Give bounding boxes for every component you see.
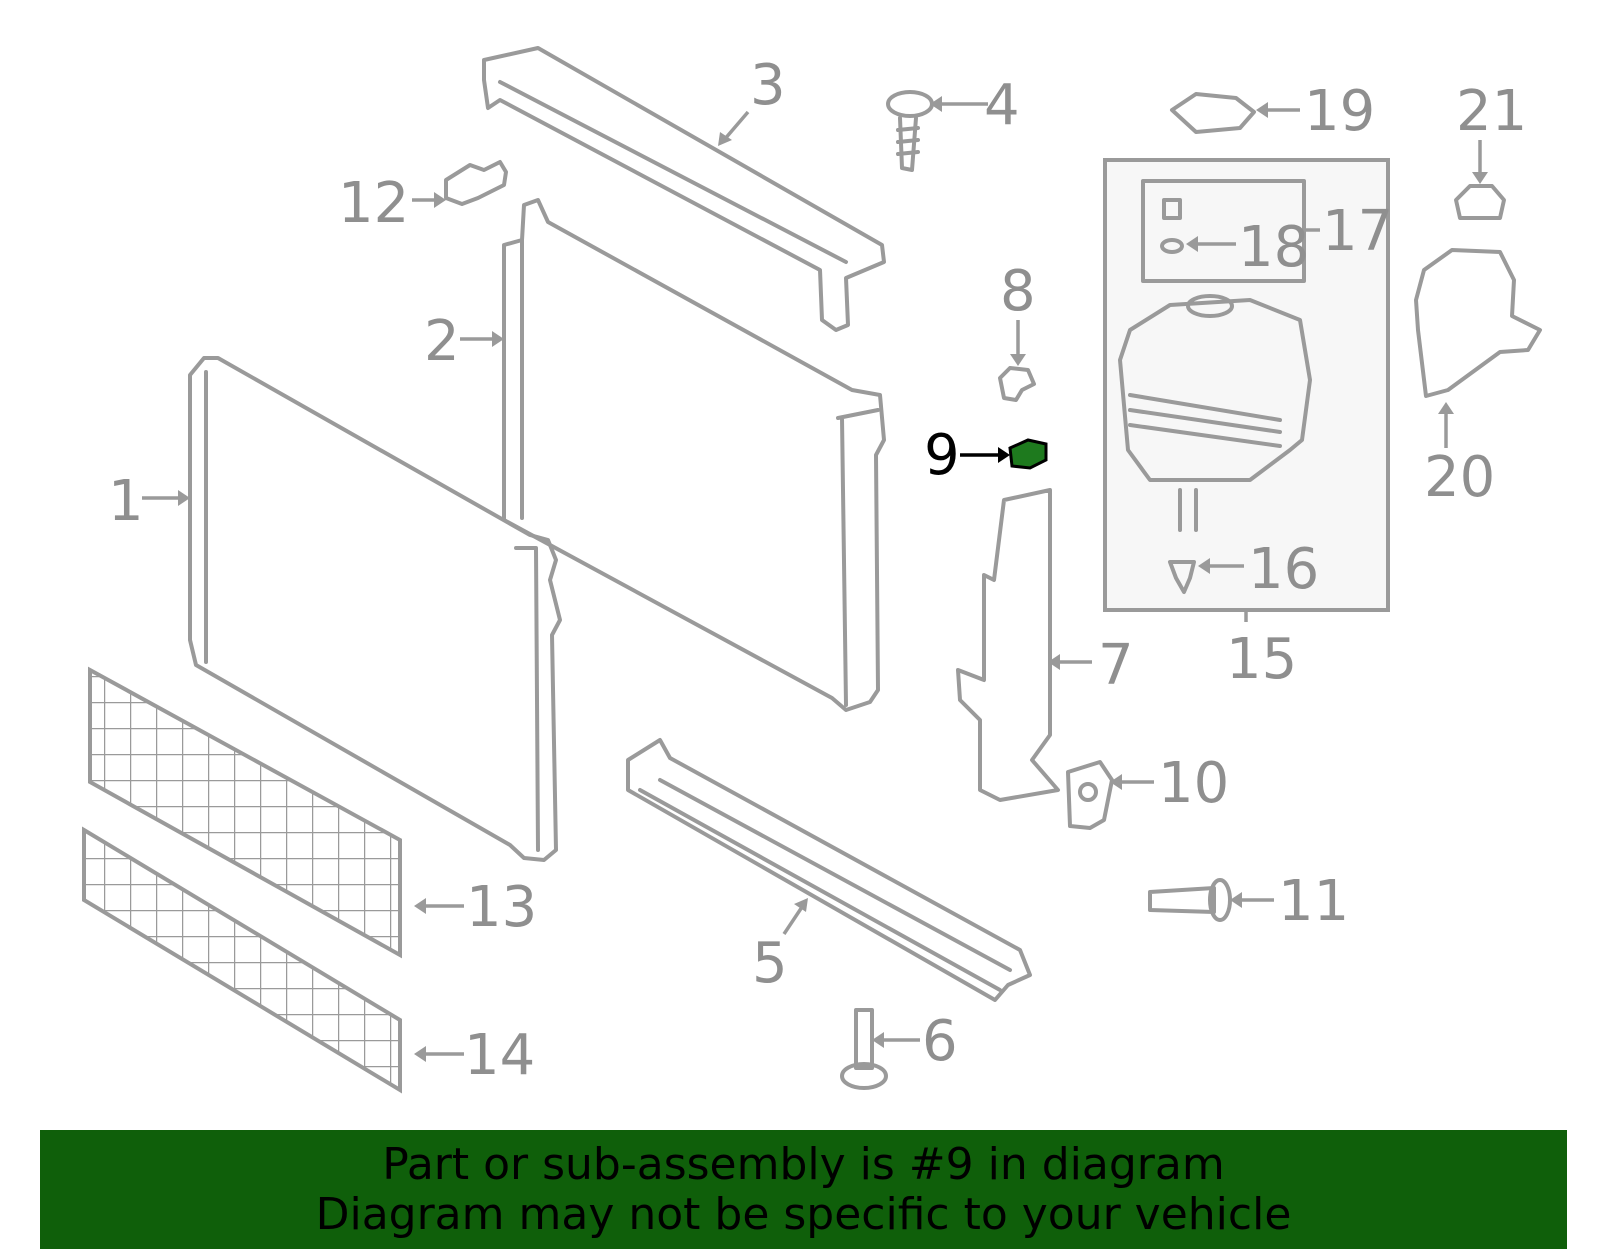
part-4-bolt	[886, 90, 934, 172]
callout-11: 11	[1278, 869, 1349, 934]
callout-5: 5	[752, 931, 788, 996]
part-1-radiator	[188, 356, 562, 862]
part-13-grille	[88, 666, 402, 959]
callout-labels: 1 2 3 4 5 6 7 8 9 10 11 12 13 14 15 16 1…	[108, 53, 1527, 1088]
part-20-tank	[1414, 248, 1542, 398]
callout-14: 14	[464, 1023, 535, 1088]
callout-7: 7	[1098, 633, 1134, 698]
callout-10: 10	[1158, 751, 1229, 816]
part-3-upper-support	[482, 46, 886, 332]
callout-16: 16	[1248, 537, 1319, 602]
part-2-condenser	[502, 198, 886, 712]
callout-8: 8	[1000, 259, 1036, 324]
part-14-grille	[82, 826, 402, 1094]
part-7-deflector	[956, 488, 1060, 802]
info-banner: Part or sub-assembly is #9 in diagram Di…	[40, 1130, 1567, 1249]
callout-3: 3	[750, 53, 786, 118]
leader-lines	[142, 96, 1488, 1062]
callout-12: 12	[338, 171, 409, 236]
callout-21: 21	[1456, 79, 1527, 144]
part-5-lower-support	[626, 738, 1032, 1002]
banner-line-2: Diagram may not be specific to your vehi…	[315, 1188, 1292, 1240]
callout-2: 2	[424, 309, 460, 374]
callout-19: 19	[1304, 79, 1375, 144]
part-8-clip	[998, 366, 1036, 402]
callout-9-highlighted: 9	[924, 423, 960, 488]
callout-18: 18	[1238, 215, 1309, 280]
callout-13: 13	[466, 875, 537, 940]
callout-20: 20	[1424, 445, 1495, 510]
part-19-cap	[1170, 92, 1256, 134]
part-10-bracket	[1066, 760, 1114, 830]
callout-15: 15	[1226, 627, 1297, 692]
callout-1: 1	[108, 469, 144, 534]
banner-line-1: Part or sub-assembly is #9 in diagram	[382, 1138, 1225, 1190]
part-12-sensor	[444, 160, 508, 206]
part-11-bolt	[1148, 878, 1232, 922]
part-21-cap	[1454, 184, 1506, 220]
part-9-highlighted	[1008, 438, 1048, 470]
callout-6: 6	[922, 1009, 958, 1074]
callout-17: 17	[1322, 199, 1393, 264]
part-6-bolt	[840, 1008, 888, 1090]
callout-4: 4	[984, 73, 1020, 138]
